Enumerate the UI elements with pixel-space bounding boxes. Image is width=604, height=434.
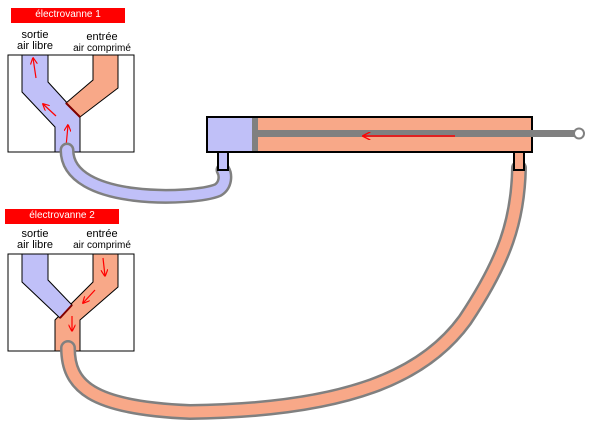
cylinder-piston-chamber — [208, 118, 256, 151]
valve-2-shutter — [59, 304, 73, 319]
valve-2-inlet-label: entrée air comprimé — [68, 228, 136, 252]
valve-1-outlet-line2: air libre — [16, 40, 54, 52]
valve-2-outlet-line2: air libre — [16, 239, 54, 251]
exhaust-hose — [59, 142, 233, 204]
compressed-air-hose — [60, 160, 527, 421]
valve-1-arrow-branch — [43, 104, 57, 117]
valve-1-outlet-label: sortie air libre — [4, 30, 66, 52]
cylinder-left-port — [217, 151, 229, 171]
valve-2-inlet-line1: entrée — [86, 228, 118, 240]
valve-2-inlet-line2: air comprimé — [73, 240, 131, 251]
valve-1-inlet-line1: entrée — [86, 31, 118, 43]
valve-1-title-badge: électrovanne 1 — [11, 8, 125, 23]
cylinder-piston — [252, 118, 258, 151]
valve-2-arrow-branch — [83, 289, 96, 303]
valve-2-title-badge: électrovanne 2 — [5, 209, 119, 224]
rod-end-eye-icon — [573, 127, 585, 140]
valve-2-outlet-line1: sortie — [21, 228, 49, 240]
valve-1-outlet-line1: sortie — [21, 29, 49, 41]
valve-1-inlet-label: entrée air comprimé — [68, 31, 136, 55]
valve-2 — [7, 253, 135, 352]
valve-1 — [7, 54, 135, 153]
cylinder-rod — [258, 130, 576, 137]
cylinder — [206, 116, 585, 171]
valve-2-outlet-label: sortie air libre — [4, 229, 66, 251]
valve-1-arrow-outlet — [33, 58, 36, 79]
valve-1-shutter — [65, 102, 81, 118]
valve-1-inlet-line2: air comprimé — [73, 43, 131, 54]
valve-2-arrow-inlet — [103, 257, 105, 276]
cylinder-right-port — [513, 151, 525, 171]
